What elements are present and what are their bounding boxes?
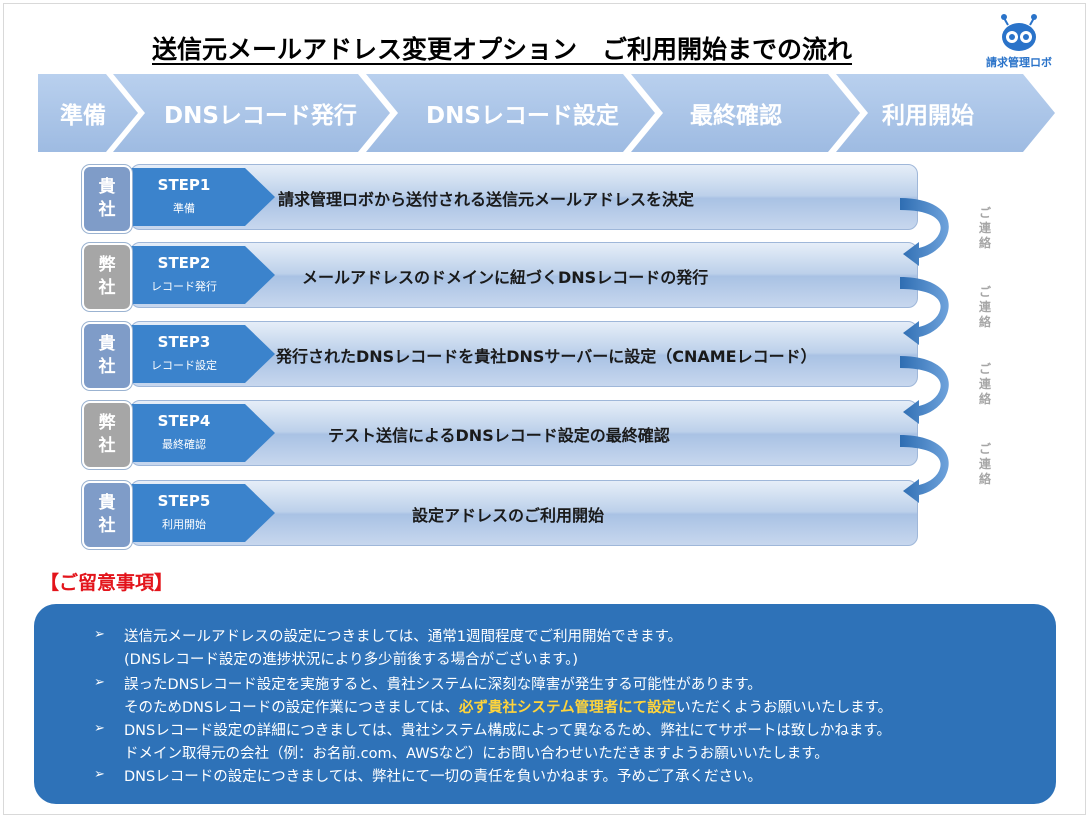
step-bar bbox=[130, 242, 918, 308]
notice-box: ➢ 送信元メールアドレスの設定につきましては、通常1週間程度でご利用開始できます… bbox=[34, 604, 1056, 804]
step-number: STEP2 bbox=[157, 254, 211, 272]
notice-line-highlighted: そのためDNSレコードの設定作業につきましては、必ず貴社システム管理者にて設定い… bbox=[124, 700, 893, 716]
phase-chevron-5 bbox=[836, 74, 1055, 152]
bullet-arrow-icon: ➢ bbox=[94, 767, 105, 782]
contact-label: ご連絡 bbox=[978, 206, 991, 250]
step-number: STEP4 bbox=[157, 412, 211, 430]
step-subtitle: レコード設定 bbox=[151, 359, 217, 372]
step-number: STEP1 bbox=[157, 176, 211, 194]
phase-chevron-4 bbox=[631, 74, 860, 152]
step-subtitle: 最終確認 bbox=[162, 438, 206, 451]
notice-line: ドメイン取得元の会社（例：お名前.com、AWSなど）にお問い合わせいただきます… bbox=[124, 746, 829, 762]
notice-line: DNSレコード設定の詳細につきましては、貴社システム構成によって異なるため、弊社… bbox=[124, 723, 891, 739]
phase-label-prep: 準備 bbox=[60, 103, 106, 129]
highlight-text: 必ず貴社システム管理者にて設定 bbox=[459, 700, 677, 716]
phase-chevron-3 bbox=[366, 74, 655, 152]
party-char: 貴 bbox=[98, 177, 116, 197]
step-description: 設定アドレスのご利用開始 bbox=[412, 506, 605, 525]
robot-icon bbox=[1001, 14, 1037, 51]
phase-label-final-check: 最終確認 bbox=[690, 103, 782, 129]
step-number: STEP3 bbox=[157, 333, 211, 351]
phase-label-start: 利用開始 bbox=[882, 103, 974, 129]
step-tag bbox=[130, 246, 275, 304]
party-char: 弊 bbox=[98, 255, 116, 275]
step-subtitle: 準備 bbox=[173, 202, 195, 215]
notice-line: DNSレコードの設定につきましては、弊社にて一切の責任を負いかねます。予めご了承… bbox=[124, 769, 763, 785]
curved-arrow-icon bbox=[900, 198, 949, 266]
party-badge-client: 貴 社 bbox=[82, 165, 132, 233]
phase-label-config: DNSレコード設定 bbox=[426, 103, 619, 129]
flow-arrows bbox=[900, 198, 949, 503]
party-char: 社 bbox=[98, 516, 116, 536]
step-tag bbox=[130, 404, 275, 462]
party-char: 社 bbox=[98, 200, 116, 220]
contact-label: ご連絡 bbox=[978, 362, 991, 406]
curved-arrow-icon bbox=[900, 435, 949, 503]
notice-line: (DNSレコード設定の進捗状況により多少前後する場合がございます。) bbox=[124, 652, 579, 668]
page-title: 送信元メールアドレス変更オプション ご利用開始までの流れ bbox=[152, 35, 853, 64]
phase-chevron-1 bbox=[38, 74, 138, 152]
step-number: STEP5 bbox=[157, 492, 211, 510]
notice-heading: 【ご留意事項】 bbox=[40, 572, 174, 594]
step-description: テスト送信によるDNSレコード設定の最終確認 bbox=[328, 426, 670, 445]
step-description: メールアドレスのドメインに紐づくDNSレコードの発行 bbox=[302, 268, 709, 287]
contact-label: ご連絡 bbox=[978, 285, 991, 329]
step-tag bbox=[130, 484, 275, 542]
curved-arrow-icon bbox=[900, 277, 949, 345]
slide-frame bbox=[3, 3, 1086, 815]
step-description: 請求管理ロボから送付される送信元メールアドレスを決定 bbox=[278, 190, 695, 209]
contact-label: ご連絡 bbox=[978, 442, 991, 486]
logo-text: 請求管理ロボ bbox=[986, 56, 1052, 69]
step-description: 発行されたDNSレコードを貴社DNSサーバーに設定（CNAMEレコード） bbox=[276, 347, 817, 366]
step-tag bbox=[130, 168, 275, 226]
logo: 請求管理ロボ bbox=[978, 12, 1060, 74]
step-subtitle: 利用開始 bbox=[162, 518, 206, 531]
party-char: 社 bbox=[98, 436, 116, 456]
party-char: 貴 bbox=[98, 334, 116, 354]
step-subtitle: レコード発行 bbox=[151, 280, 217, 293]
curved-arrow-icon bbox=[900, 356, 949, 424]
party-char: 貴 bbox=[98, 493, 116, 513]
party-badge-provider: 弊 社 bbox=[82, 243, 132, 311]
phase-chevron-2 bbox=[113, 74, 390, 152]
party-badge-client: 貴 社 bbox=[82, 322, 132, 390]
phase-chevron-bar bbox=[38, 74, 1055, 152]
party-badge-provider: 弊 社 bbox=[82, 401, 132, 469]
phase-label-issue: DNSレコード発行 bbox=[164, 103, 357, 129]
bullet-arrow-icon: ➢ bbox=[94, 721, 105, 736]
step-tag bbox=[130, 325, 275, 383]
party-char: 社 bbox=[98, 357, 116, 377]
bullet-arrow-icon: ➢ bbox=[94, 627, 105, 642]
bullet-arrow-icon: ➢ bbox=[94, 675, 105, 690]
notice-line: 送信元メールアドレスの設定につきましては、通常1週間程度でご利用開始できます。 bbox=[124, 629, 683, 645]
notice-line: 誤ったDNSレコード設定を実施すると、貴社システムに深刻な障害が発生する可能性が… bbox=[124, 677, 762, 693]
party-char: 社 bbox=[98, 278, 116, 298]
party-char: 弊 bbox=[98, 413, 116, 433]
party-badge-client: 貴 社 bbox=[82, 481, 132, 549]
